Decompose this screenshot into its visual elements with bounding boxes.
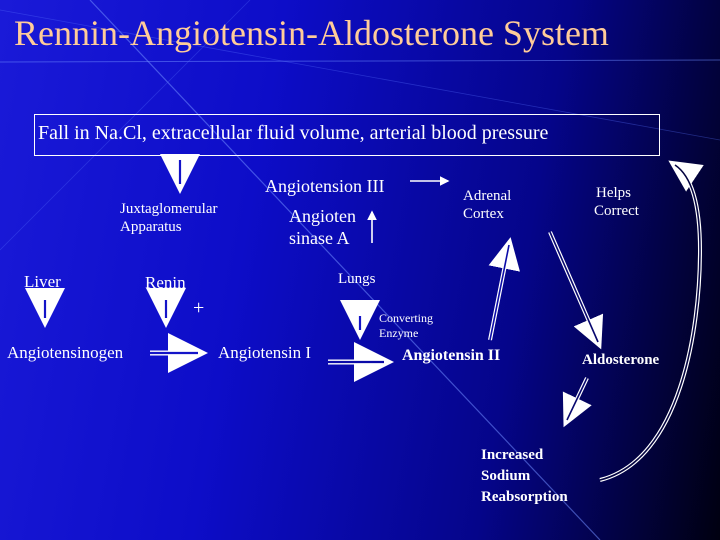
angiotensinogen-label: Angiotensinogen	[7, 343, 124, 362]
adrenal-line2: Cortex	[463, 206, 504, 222]
adrenal-line1: Adrenal	[463, 188, 512, 204]
helps-line2: Correct	[594, 203, 639, 219]
helps-correct-label: Helps Correct	[594, 184, 639, 220]
aldosterone-label: Aldosterone	[582, 352, 660, 368]
increased-line3: Reabsorption	[481, 489, 568, 505]
trigger-text: Fall in Na.Cl, extracellular fluid volum…	[38, 122, 549, 144]
increased-sodium-reabsorption-label: Increased Sodium Reabsorption	[481, 445, 568, 508]
plus-sign: +	[193, 297, 205, 319]
arrow-reabsorption-loop-to-trigger	[599, 160, 704, 482]
angiotensinase-label: Angioten sinase A	[289, 206, 356, 249]
adrenal-cortex-label: Adrenal Cortex	[463, 187, 511, 223]
trigger-box: Fall in Na.Cl, extracellular fluid volum…	[34, 114, 660, 156]
helps-line1: Helps	[596, 185, 631, 201]
angiotensinase-line2: sinase A	[289, 227, 350, 248]
angiotensin-i-label: Angiotensin I	[218, 343, 312, 362]
increased-line2: Sodium	[481, 468, 531, 484]
renin-label: Renin	[145, 273, 186, 292]
juxtaglomerular-line2: Apparatus	[120, 219, 182, 235]
converting-enzyme-label: Converting Enzyme	[379, 311, 433, 341]
converting-line1: Converting	[379, 311, 433, 325]
angiotensin-ii-label: Angiotensin II	[402, 347, 501, 364]
lungs-label: Lungs	[338, 271, 376, 287]
converting-line2: Enzyme	[379, 326, 419, 340]
increased-line1: Increased	[481, 447, 544, 463]
juxtaglomerular-label: Juxtaglomerular Apparatus	[120, 200, 217, 236]
liver-label: Liver	[24, 272, 61, 291]
slide-title: Rennin-Angiotensin-Aldosterone System	[14, 13, 609, 53]
juxtaglomerular-line1: Juxtaglomerular	[120, 201, 218, 217]
angiotension-iii-label: Angiotension III	[265, 176, 385, 196]
angiotensinase-line1: Angioten	[289, 206, 356, 226]
